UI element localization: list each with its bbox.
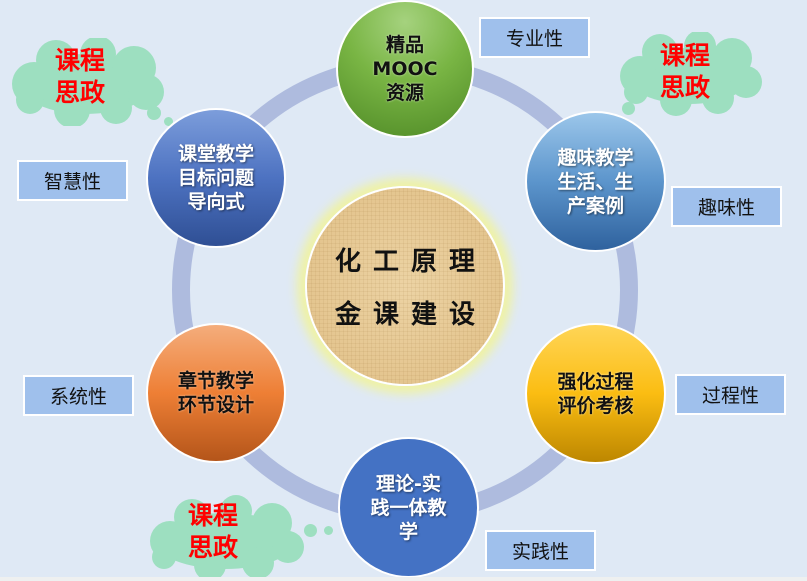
tag-process: 过程性: [675, 374, 786, 415]
tag-label: 过程性: [701, 385, 759, 407]
bottom-edge: [0, 577, 807, 581]
center-title-line2: 金课建设: [334, 300, 487, 330]
node-label: 趣味教学 生活、生 产案例: [557, 146, 634, 217]
node-theory-practice: 理论-实 践一体教 学: [338, 437, 479, 577]
tag-systematic: 系统性: [23, 375, 134, 416]
center-title-line1: 化工原理: [334, 247, 487, 277]
tag-smart: 智慧性: [17, 160, 128, 201]
cloud-bubble-dot: [622, 102, 635, 115]
tag-label: 系统性: [49, 386, 107, 408]
tag-label: 实践性: [511, 541, 569, 563]
node-label: 强化过程 评价考核: [557, 370, 634, 417]
node-classroom-teaching: 课堂教学 目标问题 导向式: [146, 108, 286, 248]
cloud-text-top-left: 课程 思政: [54, 46, 105, 107]
node-interest-teaching: 趣味教学 生活、生 产案例: [525, 111, 666, 252]
tag-label: 趣味性: [697, 197, 755, 219]
tag-label: 专业性: [505, 28, 563, 50]
node-label: 理论-实 践一体教 学: [370, 472, 447, 543]
cloud-shape-top-right: [620, 32, 762, 116]
tag-interesting: 趣味性: [671, 186, 782, 227]
node-label: 章节教学 环节设计: [177, 370, 254, 416]
cloud-shape-top-left: [12, 38, 164, 126]
cloud-shape-bottom-left: [150, 495, 304, 577]
node-process-evaluation: 强化过程 评价考核: [525, 323, 666, 464]
node-chapter-design: 章节教学 环节设计: [146, 323, 286, 463]
node-mooc-resources: 精品 MOOC 资源: [336, 0, 474, 138]
tag-practical: 实践性: [485, 530, 596, 571]
cloud-text-top-right: 课程 思政: [659, 41, 710, 102]
node-label: 精品 MOOC 资源: [372, 34, 438, 104]
tag-professional: 专业性: [479, 17, 590, 58]
node-label: 课堂教学 目标问题 导向式: [177, 143, 254, 213]
cloud-bubble-dot: [147, 106, 161, 120]
cloud-bubble-dot: [164, 117, 173, 126]
cloud-text-bottom-left: 课程 思政: [187, 501, 238, 562]
center-title-circle: 化工原理 金课建设: [305, 186, 505, 386]
cloud-bubble-dot: [324, 526, 333, 535]
tag-label: 智慧性: [43, 171, 101, 193]
cloud-bubble-dot: [304, 524, 317, 537]
